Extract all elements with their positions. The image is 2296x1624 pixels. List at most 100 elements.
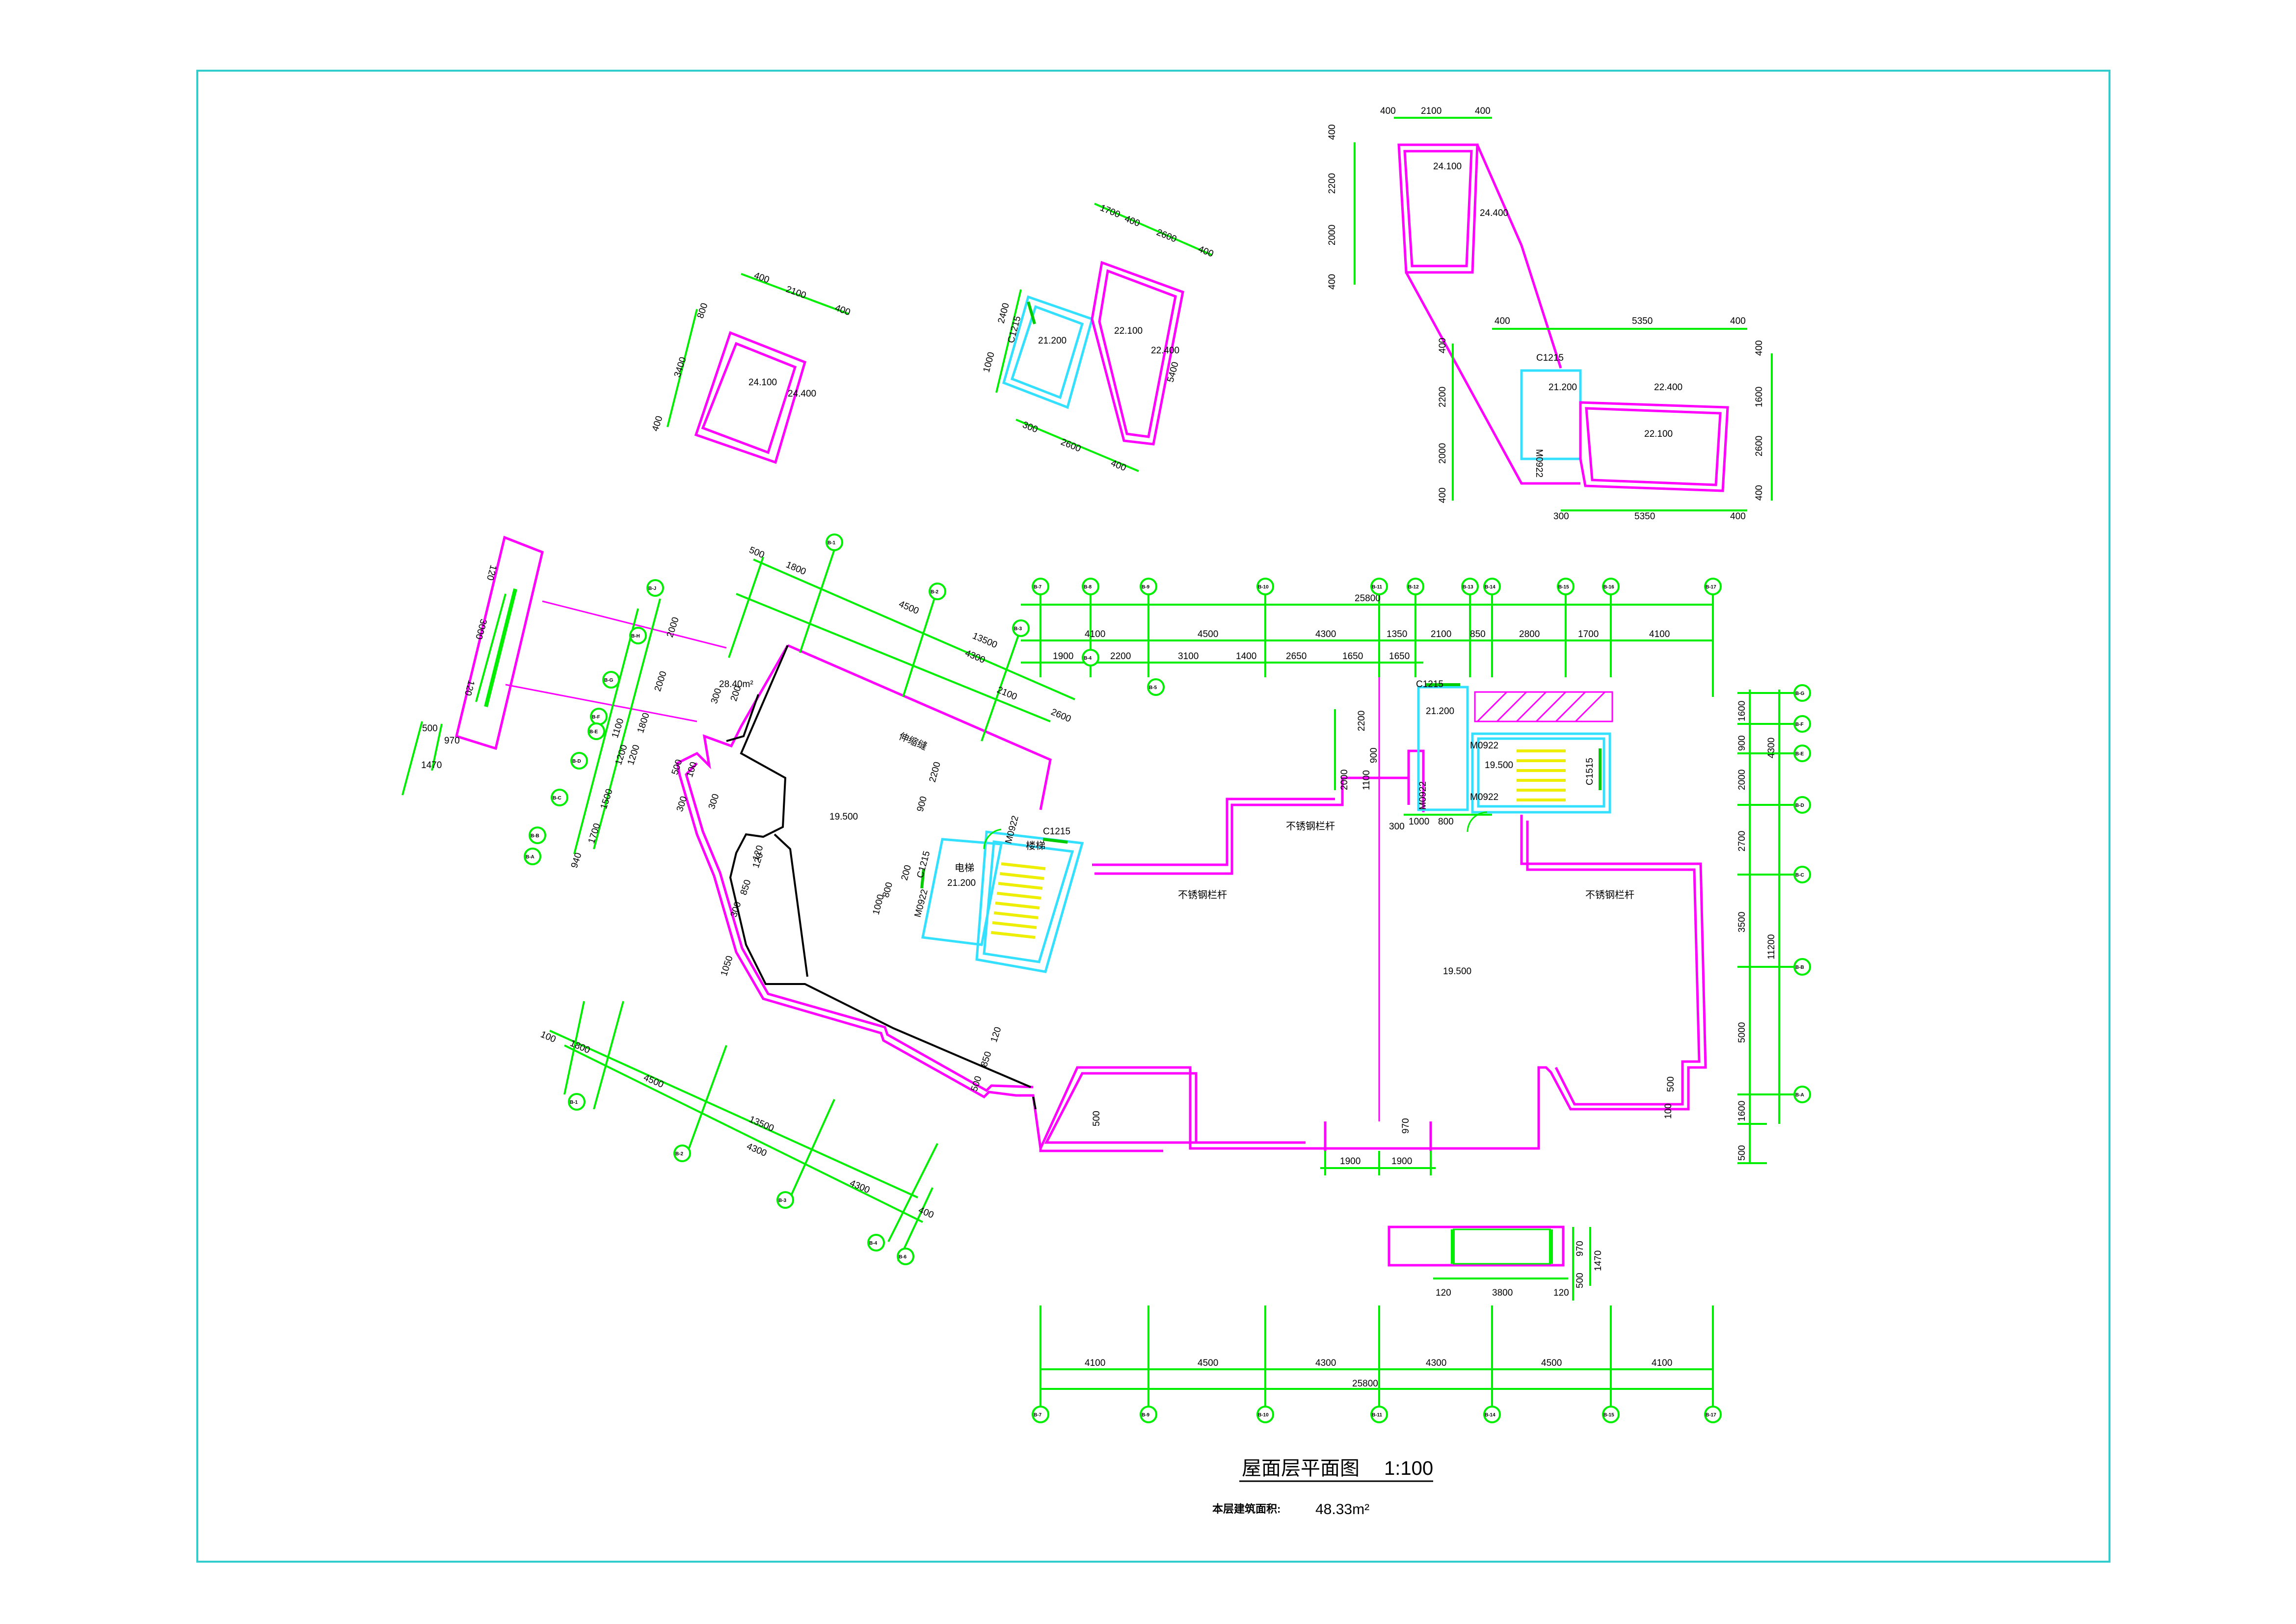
dimension-label: B-17	[1706, 585, 1716, 590]
dimension-label: 400	[752, 270, 771, 286]
dimension-label: 2000	[1339, 770, 1350, 790]
dimension-label: 22.400	[1151, 346, 1179, 356]
drawing-border	[196, 70, 2110, 1563]
dimension-label: B-5	[1149, 685, 1157, 691]
dimension-label: 400	[917, 1205, 935, 1221]
dimension-label: B-12	[1408, 585, 1419, 590]
dimension-label: 4300	[1426, 1358, 1446, 1368]
dimension-label: 1600	[1737, 1101, 1747, 1121]
dimension-label: 2000	[1327, 225, 1337, 245]
dimension-label: 11200	[1766, 934, 1777, 959]
dimension-label: B-2	[931, 589, 939, 595]
dimension-label: 1600	[1754, 387, 1764, 407]
dimension-label: 4100	[1649, 629, 1670, 639]
dimension-label: B-6	[899, 1254, 907, 1260]
dimension-label: 970	[1575, 1241, 1585, 1256]
dimension-label: B-3	[778, 1198, 787, 1203]
dimension-label: 500	[1575, 1273, 1585, 1288]
dimension-label: 28.40m²	[719, 679, 753, 690]
dimension-label: 19.500	[1485, 760, 1513, 771]
dimension-label: 1500	[599, 788, 615, 811]
dimension-label: B-F	[1795, 722, 1804, 727]
dimension-label: 400	[1380, 106, 1396, 116]
dimension-label: 400	[1438, 487, 1448, 503]
dimension-label: 970	[444, 736, 460, 746]
dimension-label: 1000	[871, 893, 886, 916]
dimension-label: 4500	[1541, 1358, 1562, 1368]
dimension-label: B-14	[1485, 585, 1495, 590]
dimension-label: B-D	[572, 759, 581, 764]
dimension-label: B-H	[631, 634, 640, 639]
dimension-label: B-C	[1795, 873, 1804, 878]
dimension-label: 2800	[1519, 629, 1540, 639]
dimension-label: 120	[989, 1026, 1004, 1044]
dimension-label: C1215	[1536, 353, 1564, 363]
dimension-label: 1800	[636, 712, 652, 735]
dimension-label: 120	[462, 679, 476, 697]
dimension-label: B-1	[570, 1100, 578, 1105]
dimension-label: B-4	[1084, 656, 1092, 661]
dimension-label: B-10	[1258, 1412, 1269, 1418]
dimension-label: 2200	[1110, 651, 1131, 662]
dimension-label: 21.200	[947, 878, 976, 888]
right-dimensions: 1600 4300 11200 1600 500 900 2000 2700 3…	[1737, 684, 1811, 1164]
dimension-label: 4500	[1198, 629, 1218, 639]
dimension-label: 300	[1021, 420, 1039, 435]
dimension-label: 400	[1327, 124, 1337, 140]
dimension-label: 4100	[1652, 1358, 1672, 1368]
dimension-label: 19.500	[1443, 966, 1471, 977]
dimension-label: 800	[695, 302, 710, 320]
dimension-label: B-13	[1463, 585, 1473, 590]
dimension-label: 22.100	[1644, 429, 1673, 439]
dimension-label: B-J	[648, 586, 656, 591]
dimension-label: 3000	[473, 618, 488, 640]
dimension-label: 400	[1730, 511, 1746, 522]
dimension-label: 1000	[982, 351, 997, 373]
dimension-label: B-A	[1795, 1092, 1804, 1098]
dimension-label: 21.200	[1426, 706, 1454, 717]
dimension-label: 120	[484, 564, 498, 582]
dimension-label: 300	[1389, 822, 1405, 832]
dimension-label: 不锈钢栏杆	[1585, 889, 1634, 901]
dimension-label: 940	[569, 852, 584, 870]
dimension-label: 4300	[1315, 629, 1336, 639]
dimension-label: 100	[1663, 1103, 1674, 1119]
roof-block-3: 400 2100 400 400 2200 2000 400 400 5350 …	[1327, 106, 1773, 522]
dimension-label: 25800	[1352, 1379, 1378, 1389]
dimension-label: C1215	[915, 850, 933, 879]
dimension-label: B-11	[1372, 1412, 1383, 1418]
area-label: 本层建筑面积:	[1212, 1503, 1281, 1515]
dimension-label: 970	[1401, 1118, 1411, 1134]
dimension-label: B-7	[1034, 1412, 1042, 1418]
right-stair-treads	[1517, 749, 1566, 801]
dimension-label: 19.500	[829, 812, 858, 822]
dimension-label: 2100	[1421, 106, 1442, 116]
dimension-label: 楼梯	[1026, 840, 1045, 852]
side-window-detail: 120 3000 120 500 970 1470	[401, 535, 727, 796]
dimension-label: 13500	[971, 631, 999, 650]
dimension-label: 1650	[1342, 651, 1363, 662]
dimension-label: 24.400	[1480, 208, 1508, 218]
dimension-label: 4300	[1766, 738, 1777, 758]
top-dimensions: 25800 4100 4500 4300 1350 2100 850 2800 …	[1021, 578, 1722, 697]
dimension-label: 500	[1092, 1111, 1102, 1126]
dimension-label: B-15	[1603, 1412, 1614, 1418]
dimension-label: 900	[915, 795, 929, 813]
dimension-label: 1700	[1578, 629, 1599, 639]
dimension-label: B-F	[592, 715, 600, 720]
dimension-label: B-D	[1795, 803, 1804, 808]
dimension-label: 3100	[1178, 651, 1199, 662]
dimension-label: 1700	[587, 822, 603, 845]
roof-block-1: 400 2100 400 800 3400 400 24.100 24.400	[650, 270, 852, 464]
dimension-label: 不锈钢栏杆	[1286, 821, 1335, 832]
dimension-label: B-B	[1795, 965, 1804, 970]
dimension-label: 21.200	[1038, 336, 1067, 346]
dimension-label: M0922	[1470, 792, 1498, 802]
dimension-label: 3800	[1492, 1288, 1513, 1298]
dimension-label: 2200	[1438, 387, 1448, 407]
dimension-label: 500	[969, 1075, 984, 1093]
dimension-label: 25800	[1355, 593, 1381, 604]
dimension-label: 电梯	[955, 862, 974, 874]
dimension-label: B-B	[531, 833, 539, 839]
dimension-label: B-9	[1142, 1412, 1150, 1418]
